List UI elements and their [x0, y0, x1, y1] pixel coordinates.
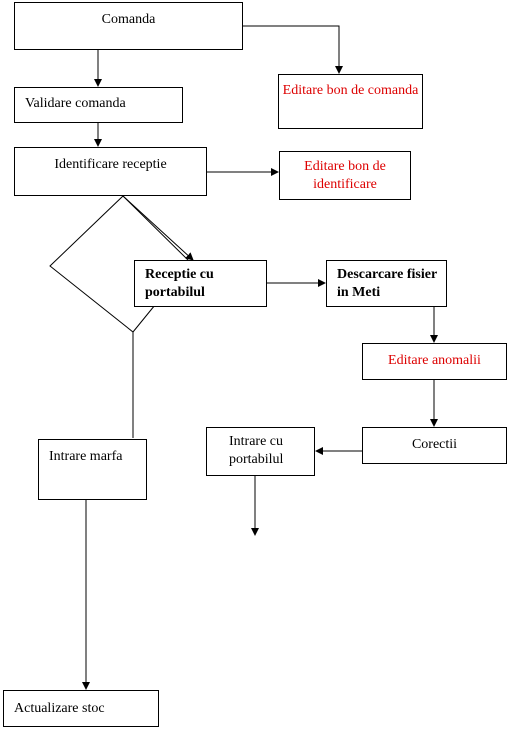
node-label: Receptie cu portabilul — [145, 267, 214, 300]
node-label: Intrare cu portabilul — [229, 434, 284, 467]
node-label: Corectii — [411, 437, 458, 452]
arrow-decision-to-receptie — [122, 195, 194, 261]
arrow-comanda-to-editare-bon-comanda — [242, 25, 343, 74]
node-label: Identificare receptie — [54, 157, 167, 172]
node-editare-bon-comanda: Editare bon de comanda — [278, 74, 423, 129]
node-identificare-receptie: Identificare receptie — [14, 147, 207, 196]
node-corectii: Corectii — [362, 427, 507, 464]
node-descarcare-fisier: Descarcare fisier in Meti — [326, 260, 447, 307]
node-label: Validare comanda — [25, 96, 126, 111]
node-validare-comanda: Validare comanda — [14, 87, 183, 123]
node-label: Editare anomalii — [388, 353, 481, 368]
node-label: Actualizare stoc — [14, 701, 105, 716]
node-intrare-portabil: Intrare cu portabilul — [206, 427, 315, 476]
node-label: Editare bon de identificare — [304, 159, 386, 192]
node-label: Editare bon de comanda — [282, 83, 419, 98]
node-label: Descarcare fisier in Meti — [337, 267, 437, 300]
node-receptie-portabil: Receptie cu portabilul — [134, 260, 267, 307]
node-label: Intrare marfa — [49, 449, 123, 464]
node-editare-bon-identificare: Editare bon de identificare — [279, 151, 411, 200]
node-label: Comanda — [101, 12, 156, 27]
node-intrare-marfa: Intrare marfa — [38, 439, 147, 500]
node-comanda: Comanda — [14, 2, 243, 50]
node-editare-anomalii: Editare anomalii — [362, 343, 507, 380]
node-actualizare-stoc: Actualizare stoc — [3, 690, 159, 727]
